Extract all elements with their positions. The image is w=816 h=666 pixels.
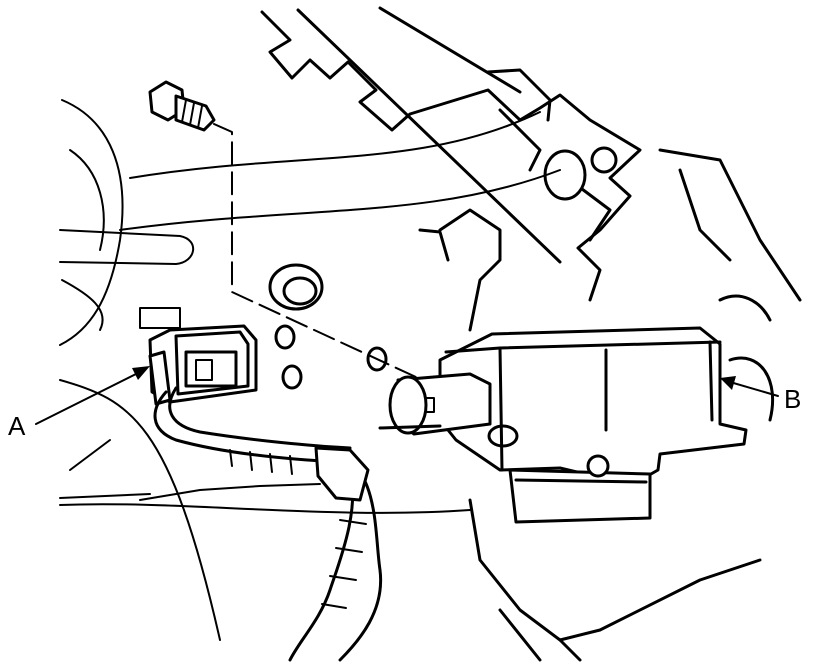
panel-edges (59, 99, 561, 641)
mounting-bolt (148, 80, 216, 132)
wire-harness (59, 386, 383, 662)
sensor-unit-b (378, 326, 748, 524)
callout-label-b: B (784, 384, 802, 414)
callout-a-arrowhead (132, 366, 150, 380)
connector-a (148, 324, 258, 406)
callout-b-arrowhead (720, 376, 736, 390)
body-panel (260, 6, 802, 332)
callout-b-leader (729, 381, 779, 397)
callout-a-leader (35, 371, 141, 425)
callout-label-a: A (8, 411, 26, 441)
lower-bracket (468, 294, 775, 662)
panel-holes (268, 263, 388, 390)
callout-arrows (35, 366, 779, 425)
